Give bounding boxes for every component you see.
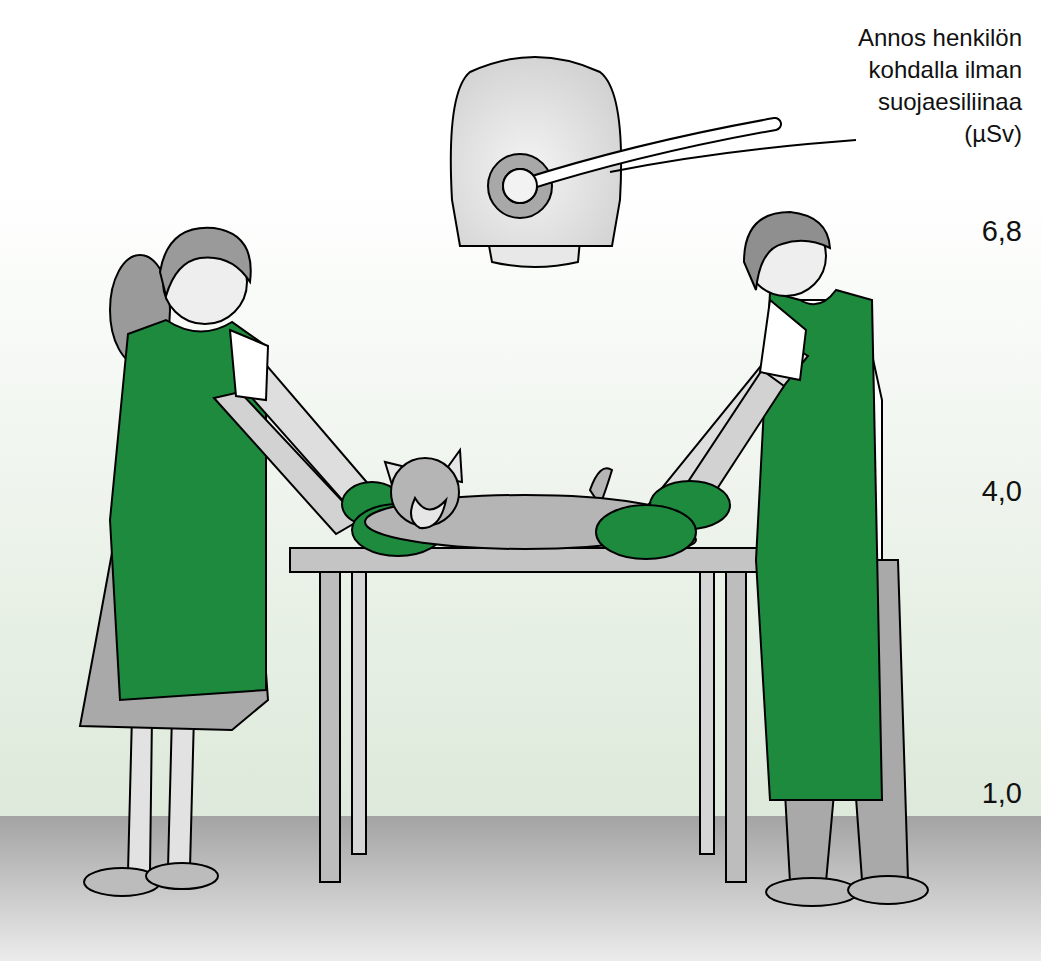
dose-value: 4,0	[902, 474, 1022, 508]
dose-value: 6,8	[902, 214, 1022, 248]
tube-port	[503, 169, 537, 203]
scale-heading: Annos henkilön kohdalla ilman suojaesili…	[832, 22, 1022, 150]
table	[290, 548, 760, 882]
man	[596, 212, 928, 906]
leader-line	[610, 140, 856, 172]
dose-value: 1,0	[902, 776, 1022, 810]
cable	[520, 124, 775, 186]
cable	[520, 124, 775, 186]
woman	[80, 228, 444, 896]
